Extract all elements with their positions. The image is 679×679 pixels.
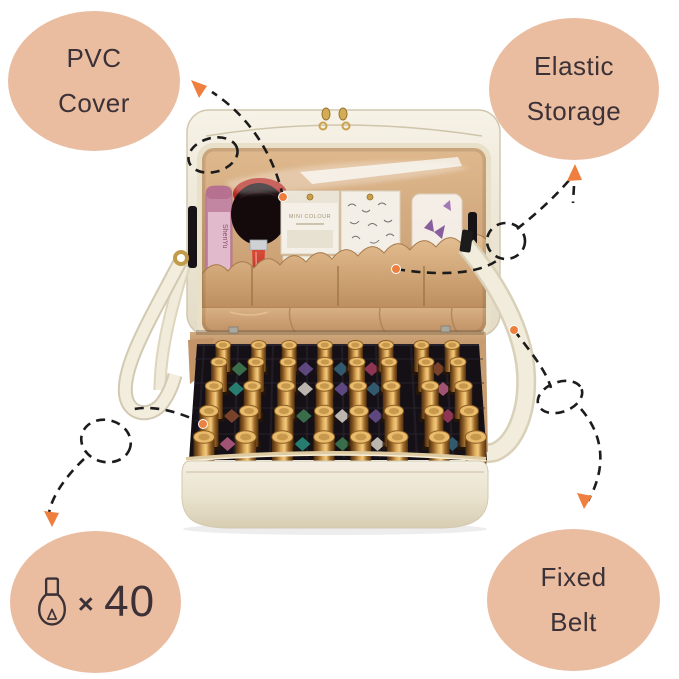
callout-text-line2: Storage xyxy=(526,96,622,126)
strap-ring-left xyxy=(173,250,189,266)
callout-elastic-storage: Elastic Storage xyxy=(489,18,659,160)
callout-text-line1: Fixed xyxy=(540,562,607,593)
callout-text-line1: Elastic xyxy=(533,51,615,82)
callout-pvc-cover: PVC Cover xyxy=(8,11,180,151)
annotation-markers xyxy=(44,80,592,527)
callout-text-line1: PVC xyxy=(66,43,122,74)
elastic-storage-arrow xyxy=(395,177,576,275)
hinge xyxy=(196,330,484,335)
tube-label: ShenYu xyxy=(221,224,228,249)
base-front-face xyxy=(181,460,489,529)
times-symbol: × xyxy=(77,588,95,619)
sticker-motifs xyxy=(347,202,395,244)
arrowhead-icon xyxy=(191,80,207,98)
bottle-count: 40 xyxy=(104,577,156,627)
arrowhead-icon xyxy=(567,164,582,181)
gold-snap xyxy=(366,193,374,201)
package-label: MINI COLOUR xyxy=(289,214,331,220)
lid-interior: ShenYu MINI COLOUR xyxy=(202,148,486,334)
arrowhead-icon xyxy=(44,511,59,527)
nail-polish-bottles xyxy=(191,340,489,481)
elastic-pocket-band xyxy=(202,234,486,309)
callout-bottle-capacity: × 40 xyxy=(10,531,181,673)
fixed-belt-arrow xyxy=(512,329,602,502)
annotation-arrows xyxy=(47,90,602,514)
origin-dot xyxy=(278,192,288,202)
lid-stay-strap-left xyxy=(188,206,197,268)
arrowhead-icon xyxy=(577,493,592,509)
bottle-count-arrow xyxy=(47,406,204,514)
pvc-cover-arrow xyxy=(187,90,285,198)
gold-snap xyxy=(306,193,314,201)
pleated-flap xyxy=(202,307,486,334)
butterfly-icon xyxy=(424,219,434,232)
pvc-sheen xyxy=(225,160,470,194)
case-base xyxy=(181,325,489,529)
origin-dot xyxy=(198,419,208,429)
callout-text-line2: Cover xyxy=(58,88,130,118)
callout-fixed-belt: Fixed Belt xyxy=(487,529,660,671)
case-lid: ShenYu MINI COLOUR xyxy=(186,107,501,339)
butterfly-icon xyxy=(443,200,451,211)
package-box-1: MINI COLOUR xyxy=(280,190,340,255)
strap-clip-right xyxy=(459,229,474,253)
origin-dot xyxy=(391,264,401,274)
callout-text-line2: Belt xyxy=(550,607,597,637)
base-rim-piping xyxy=(185,451,487,461)
origin-dot xyxy=(509,325,519,335)
zipper-pulls xyxy=(318,107,351,131)
shoulder-strap xyxy=(117,229,537,464)
nail-polish-bottle-icon xyxy=(37,577,66,626)
